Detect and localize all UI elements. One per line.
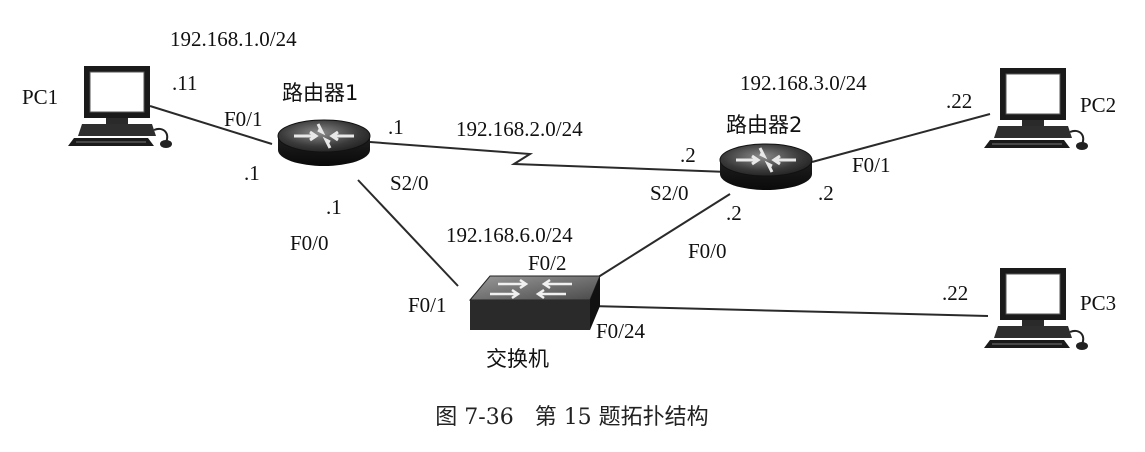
- router2-f01-octet: .2: [818, 181, 834, 205]
- link-router1-switch: [357, 179, 459, 287]
- pc1-octet: .11: [172, 71, 197, 95]
- pc2-octet: .22: [946, 89, 972, 113]
- router1-f01-interface: F0/1: [224, 107, 263, 131]
- router1-f01-octet: .1: [244, 161, 260, 185]
- figure-caption: 图 7-36 第 15 题拓扑结构: [435, 405, 708, 430]
- link-pc1-router1: [149, 105, 273, 145]
- router2-s20-octet: .2: [680, 143, 696, 167]
- link-serial-router1-router2: [369, 141, 729, 173]
- network-label-6: 192.168.6.0/24: [446, 223, 573, 247]
- pc2-icon: [983, 67, 1089, 151]
- router1-f00-interface: F0/0: [290, 231, 329, 255]
- router2-f01-interface: F0/1: [852, 153, 891, 177]
- router2-f00-octet: .2: [726, 201, 742, 225]
- switch-label: 交换机: [486, 347, 549, 371]
- pc1-label: PC1: [22, 85, 58, 109]
- pc3-label: PC3: [1080, 291, 1116, 315]
- router1-f00-octet: .1: [326, 195, 342, 219]
- link-router2-pc2: [811, 113, 991, 163]
- switch-f024-interface: F0/24: [596, 319, 646, 343]
- switch-f01-interface: F0/1: [408, 293, 447, 317]
- pc3-icon: [983, 267, 1089, 351]
- router2-label: 路由器2: [726, 113, 802, 137]
- link-router2-switch: [583, 193, 731, 287]
- router1-label: 路由器1: [282, 81, 358, 105]
- router1-s20-octet: .1: [388, 115, 404, 139]
- network-label-1: 192.168.1.0/24: [170, 27, 297, 51]
- switch-icon: [468, 275, 601, 330]
- router1-icon: [276, 118, 372, 168]
- network-label-2: 192.168.2.0/24: [456, 117, 583, 141]
- pc3-octet: .22: [942, 281, 968, 305]
- router2-f00-interface: F0/0: [688, 239, 727, 263]
- switch-f02-interface: F0/2: [528, 251, 567, 275]
- network-label-3: 192.168.3.0/24: [740, 71, 867, 95]
- router2-icon: [718, 142, 814, 192]
- pc2-label: PC2: [1080, 93, 1116, 117]
- link-switch-pc3: [589, 305, 989, 317]
- router2-s20-interface: S2/0: [650, 181, 689, 205]
- router1-s20-interface: S2/0: [390, 171, 429, 195]
